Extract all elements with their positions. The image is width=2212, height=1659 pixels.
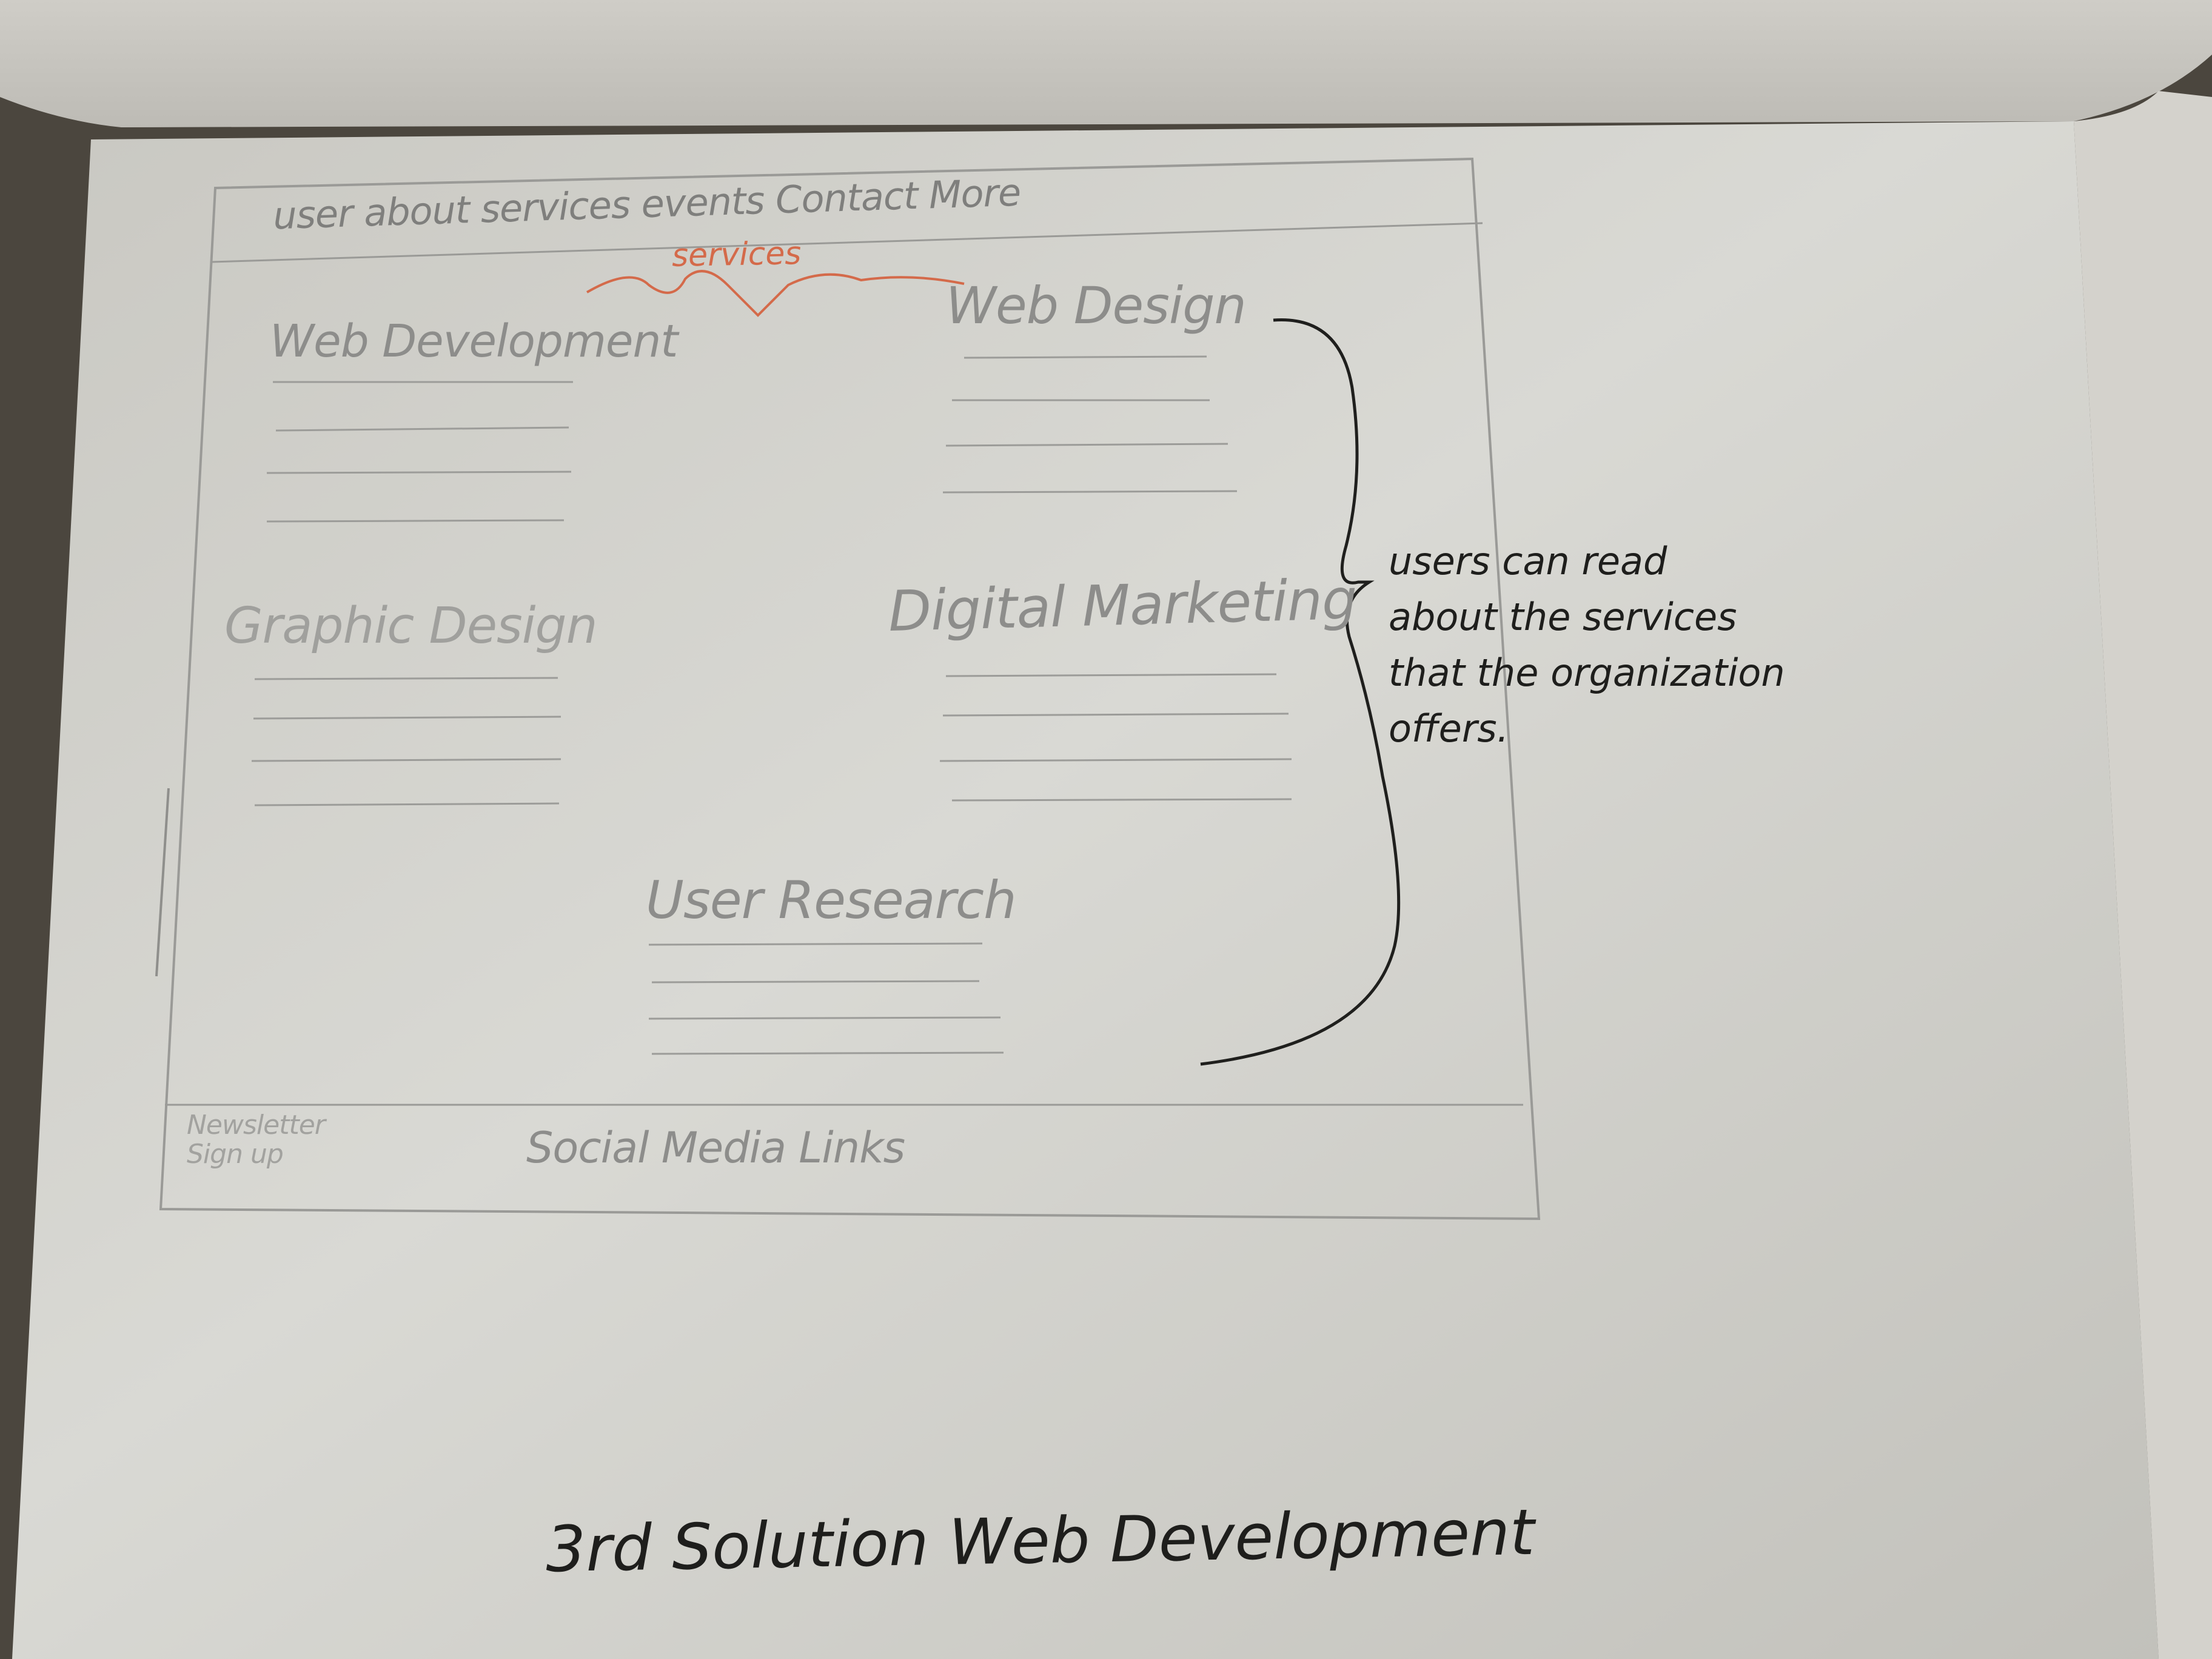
annotation-note: users can read about the services that t…: [1389, 534, 1785, 757]
footer-newsletter: Newsletter Sign up: [187, 1110, 326, 1170]
digital-marketing-heading: Digital Marketing: [887, 566, 1358, 645]
newsletter-label: Newsletter: [187, 1110, 326, 1141]
ink-brace: [1200, 318, 1401, 1066]
upper-page: [0, 0, 2212, 127]
web-development-heading: Web Development: [270, 315, 678, 367]
web-design-lines: [942, 355, 1238, 494]
margin-stroke: [155, 788, 170, 977]
services-heading: services: [671, 235, 802, 274]
user-research-heading: User Research: [646, 870, 1017, 931]
graphic-design-heading: Graphic Design: [224, 597, 598, 655]
header-divider: [212, 222, 1483, 263]
page-edge: [2074, 91, 2212, 1659]
signup-label: Sign up: [187, 1139, 284, 1170]
graphic-design-lines: [251, 677, 561, 806]
web-design-heading: Web Design: [946, 276, 1247, 335]
annotation-line-4: offers.: [1389, 706, 1509, 751]
footer-social-links: Social Media Links: [526, 1123, 905, 1173]
user-research-lines: [648, 942, 1004, 1055]
annotation-line-3: that the organization: [1389, 651, 1785, 695]
services-squiggle: [586, 270, 965, 317]
digital-marketing-lines: [939, 673, 1292, 802]
paper-sheet: [12, 121, 2159, 1659]
wireframe-border: [159, 157, 1541, 1221]
annotation-line-1: users can read: [1389, 539, 1667, 583]
web-development-lines: [266, 381, 573, 523]
annotation-line-2: about the services: [1389, 595, 1737, 639]
